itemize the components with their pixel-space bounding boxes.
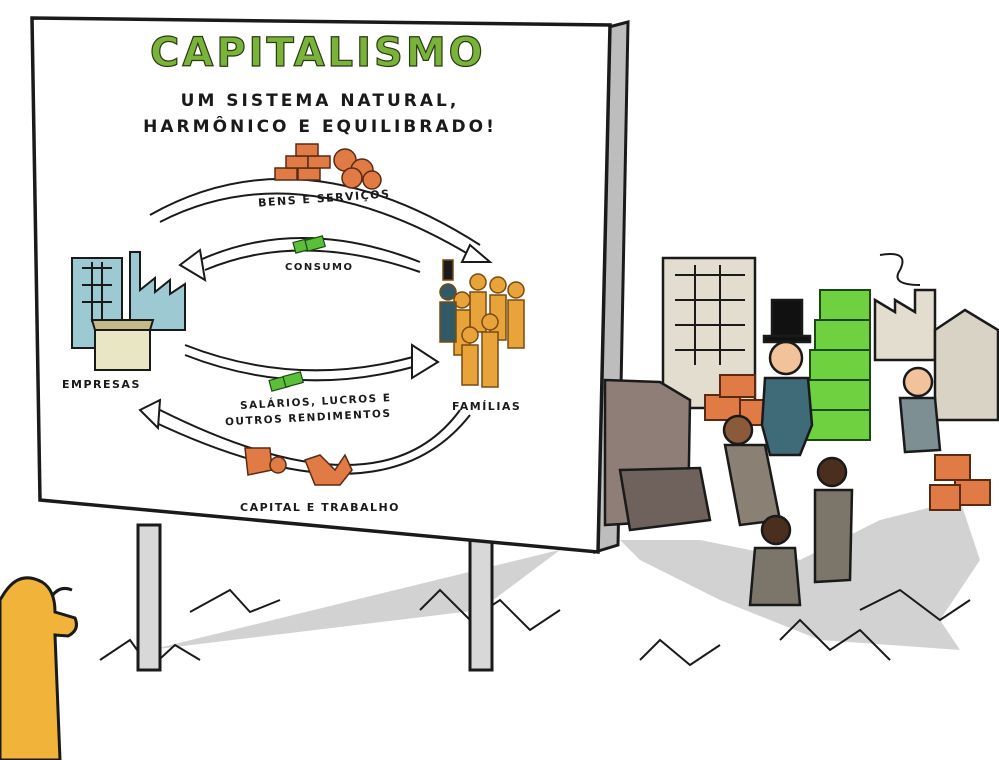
money-consumo-icon <box>292 235 326 254</box>
empresas-icon <box>71 251 186 371</box>
label-capital-trabalho: CAPITAL E TRABALHO <box>240 501 401 514</box>
subtitle-line-2: HARMÔNICO E EQUILIBRADO! <box>143 117 497 137</box>
billboard-subtitle: UM SISTEMA NATURAL, HARMÔNICO E EQUILIBR… <box>120 88 520 140</box>
label-familias: FAMÍLIAS <box>452 400 522 413</box>
subtitle-line-1: UM SISTEMA NATURAL, <box>180 91 460 111</box>
label-empresas: EMPRESAS <box>62 378 141 391</box>
market-stall <box>603 378 712 532</box>
billboard-shadow <box>150 500 980 650</box>
brick-piles <box>704 374 991 511</box>
billboard-leg-left <box>136 523 162 672</box>
familias-icon <box>439 259 525 388</box>
yellow-observer <box>0 576 78 760</box>
crowd-people <box>722 366 942 607</box>
city-background <box>661 253 999 422</box>
label-consumo: CONSUMO <box>285 262 354 273</box>
billboard-leg-right <box>468 538 494 672</box>
capital-trabalho-icon <box>244 447 353 486</box>
money-stacks <box>799 289 871 441</box>
billboard-title: CAPITALISMO <box>149 29 486 76</box>
rich-man <box>760 298 814 457</box>
money-salarios-icon <box>268 371 304 392</box>
goods-icon <box>274 143 382 190</box>
